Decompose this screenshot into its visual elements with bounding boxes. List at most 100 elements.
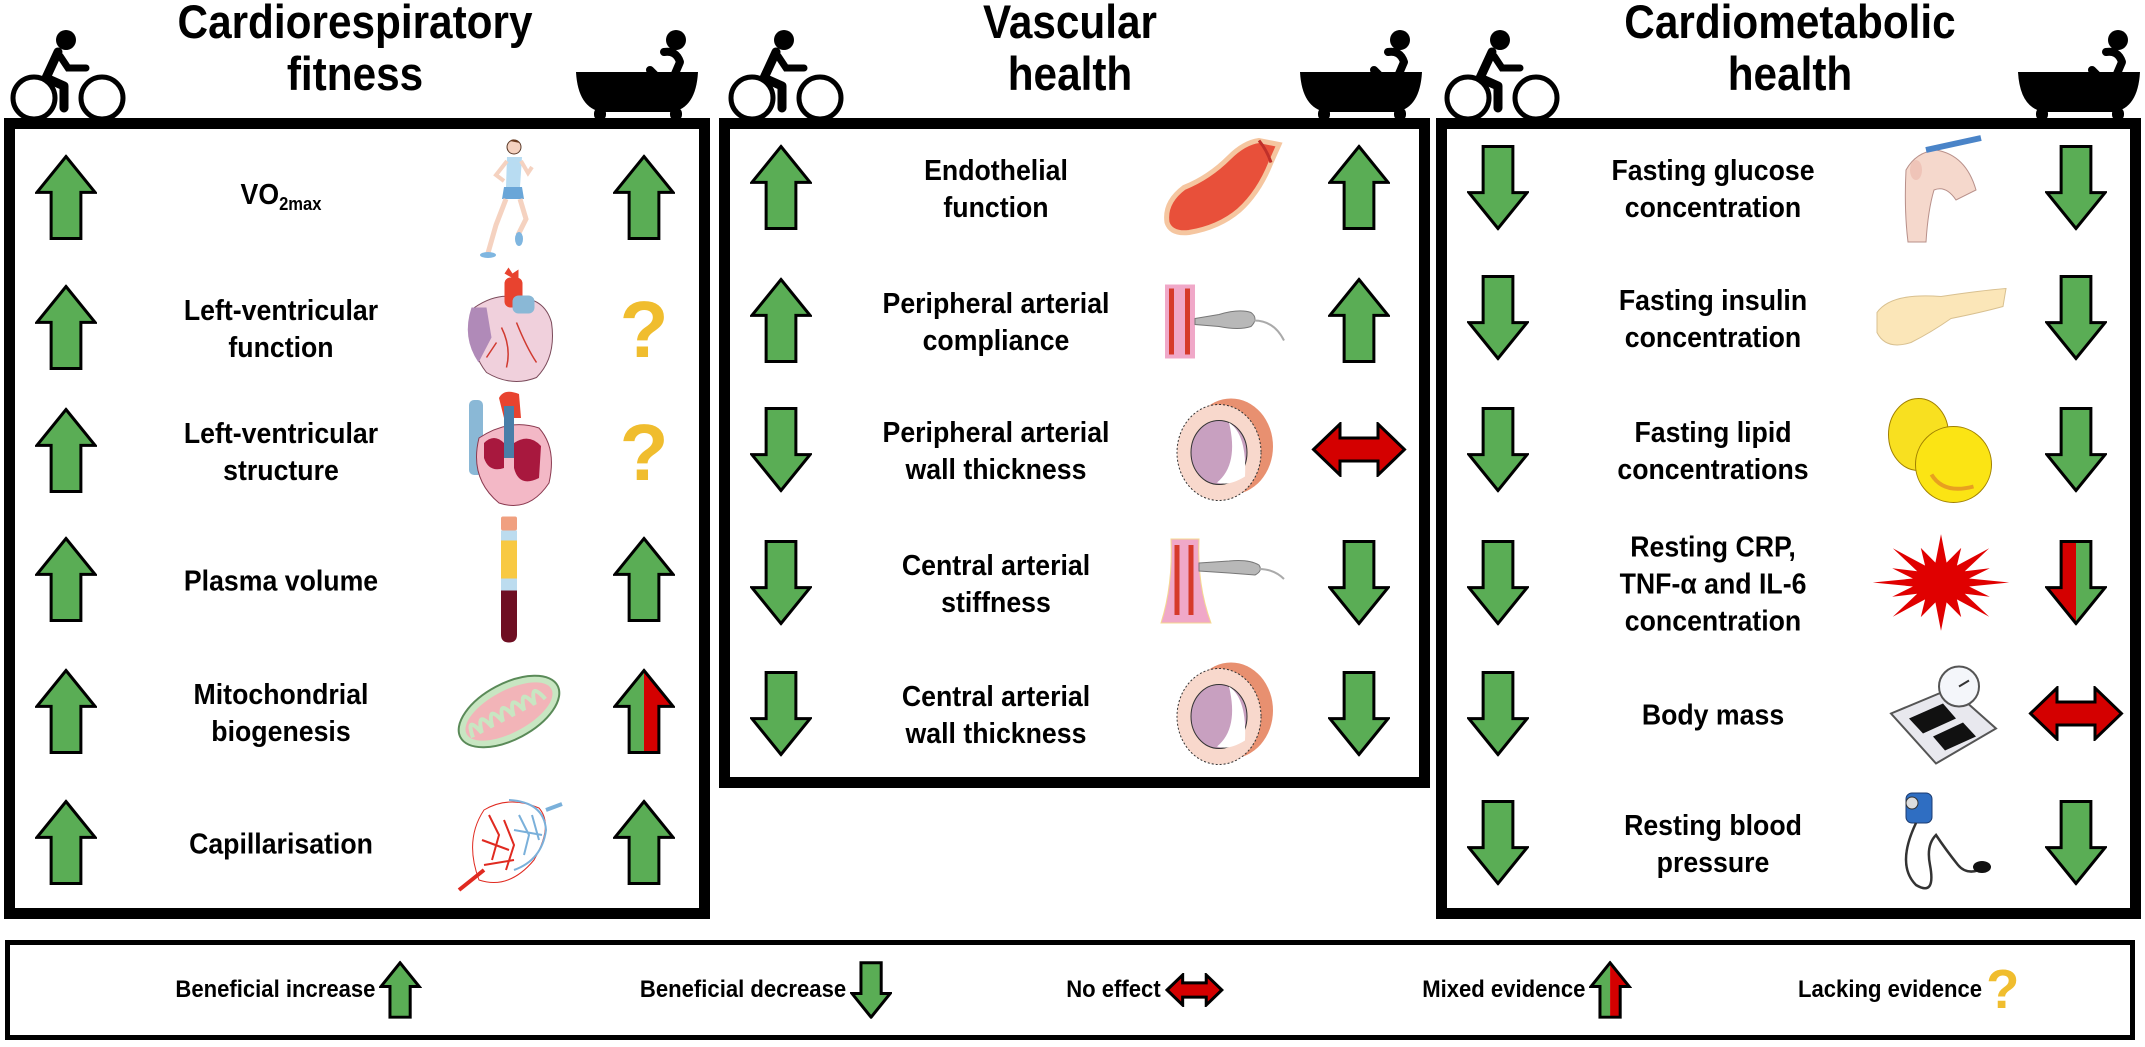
outcome-label-line: wall thickness — [905, 454, 1087, 486]
heat-therapy-header-icon — [1296, 28, 1426, 128]
outcome-label-line: concentrations — [1617, 454, 1809, 486]
lacking-evidence-question-icon: ? — [1986, 958, 2020, 1020]
capillary-bed-illustration — [457, 799, 563, 892]
heat-therapy-effect — [611, 799, 677, 891]
outcome-illustration — [1871, 283, 2011, 358]
panel-title-vascular: Vascular health — [836, 0, 1304, 100]
heat-therapy-effect — [611, 536, 677, 628]
outcome-label-line: Left-ventricular — [183, 418, 379, 450]
exercise-effect — [33, 154, 99, 246]
legend-label: Beneficial decrease — [639, 976, 847, 1003]
outcome-label-line: Capillarisation — [189, 828, 373, 861]
panel-cardiorespiratory: VO2max Left-ventricular function ? Left-ve… — [4, 118, 710, 919]
outcome-label-line: compliance — [922, 325, 1070, 357]
person-in-bathtub-icon — [2018, 30, 2140, 120]
beneficial-increase-arrow-icon — [33, 407, 99, 493]
artery-cross-section-illustration — [1176, 398, 1273, 501]
blood-vessel-illustration — [1164, 137, 1283, 236]
outcome-label-line: Body mass — [1641, 699, 1785, 732]
outcome-label: Left-ventricular structure — [184, 416, 378, 490]
beneficial-increase-arrow-icon — [611, 154, 677, 240]
no-effect-double-arrow-icon — [1311, 420, 1407, 479]
person-in-bathtub-icon — [576, 30, 698, 120]
outcome-label-line: VO2max — [241, 177, 322, 223]
exercise-header-icon — [724, 28, 854, 128]
heat-therapy-effect — [611, 668, 677, 760]
lacking-evidence-question-icon: ? — [619, 285, 669, 374]
beneficial-increase-arrow-icon — [611, 799, 677, 885]
heat-therapy-effect — [2043, 540, 2109, 631]
beneficial-decrease-arrow-icon — [748, 671, 814, 757]
legend-label: Beneficial increase — [175, 976, 376, 1003]
inflammation-burst-illustration — [1872, 534, 2010, 631]
lacking-evidence-question-icon: ? — [619, 408, 669, 497]
legend-label: No effect — [1066, 976, 1161, 1003]
exercise-header-icon — [1440, 28, 1570, 128]
outcome-illustration — [1884, 395, 1999, 510]
outcome-illustration — [1886, 130, 1996, 250]
pancreas-illustration — [1876, 287, 2007, 346]
outcome-label-line: function — [228, 332, 334, 364]
beneficial-decrease-arrow-icon — [748, 407, 814, 493]
exercise-effect — [1465, 671, 1531, 762]
outcome-label-line: Fasting lipid — [1634, 417, 1792, 449]
outcome-illustration — [459, 388, 559, 518]
finger-prick-illustration — [1904, 135, 1982, 243]
beneficial-decrease-arrow-icon — [1465, 145, 1531, 231]
outcome-label-line: Endothelial — [924, 155, 1068, 187]
outcome-label: Left-ventricular function — [184, 293, 378, 367]
heat-therapy-effect — [2043, 275, 2109, 366]
exercise-effect — [1465, 407, 1531, 498]
exercise-effect — [748, 671, 814, 762]
exercise-effect — [33, 668, 99, 760]
outcome-illustration — [493, 515, 525, 650]
beneficial-decrease-arrow-icon — [1465, 275, 1531, 361]
title-line: health — [1007, 47, 1133, 100]
outcome-illustration — [449, 672, 569, 757]
legend-label: Lacking evidence — [1798, 976, 1983, 1003]
beneficial-decrease-arrow-icon — [1465, 671, 1531, 757]
person-in-bathtub-icon — [1300, 30, 1422, 120]
outcome-label-line: Left-ventricular — [183, 295, 379, 327]
exercise-effect — [748, 407, 814, 498]
outcome-label-line: structure — [223, 455, 339, 487]
outcome-label: Plasma volume — [184, 564, 378, 601]
outcome-label-line: Plasma volume — [183, 565, 379, 598]
bathroom-scale-illustration — [1889, 665, 1998, 765]
exercise-effect — [1465, 800, 1531, 891]
exercise-effect — [748, 144, 814, 236]
effect-row: Fasting lipid concentrations — [1447, 387, 2130, 517]
outcome-label-line: pressure — [1656, 847, 1770, 879]
beneficial-decrease-arrow-icon — [2043, 275, 2109, 361]
effect-row: VO2max — [15, 135, 699, 265]
ultrasound-probe-neck-illustration — [1160, 538, 1285, 624]
title-line: health — [1727, 47, 1853, 100]
outcome-label: Fasting lipid concentrations — [1617, 415, 1808, 489]
cycling-person-icon — [1444, 30, 1560, 122]
artery-cross-section-illustration — [1176, 662, 1273, 765]
exercise-effect — [748, 540, 814, 631]
outcome-label-line: Resting CRP, — [1630, 531, 1796, 564]
outcome-illustration — [1159, 133, 1289, 248]
heat-therapy-effect — [611, 154, 677, 246]
exercise-header-icon — [6, 28, 136, 128]
beneficial-decrease-arrow-icon — [748, 540, 814, 626]
heat-therapy-effect — [1326, 277, 1392, 369]
exercise-effect — [748, 277, 814, 369]
lipid-droplets-illustration — [1888, 398, 1992, 503]
exercise-effect — [33, 536, 99, 628]
cycling-person-icon — [10, 30, 126, 122]
no-effect-double-arrow-icon — [1164, 972, 1224, 1008]
